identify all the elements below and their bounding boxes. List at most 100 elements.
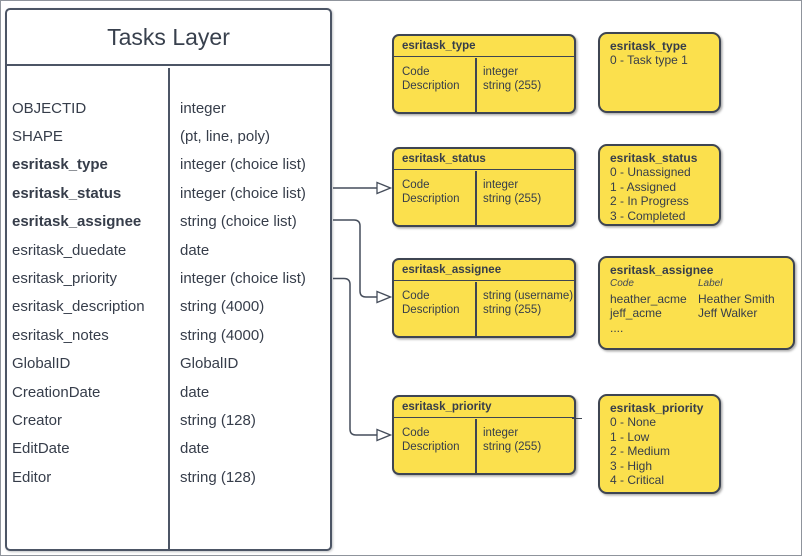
field-name: EditDate xyxy=(12,440,70,458)
field-row: esritask_assignee string (choice list) xyxy=(7,208,330,236)
legend-item: 4 - Critical xyxy=(610,473,665,488)
legend-item: 3 - Completed xyxy=(610,208,686,223)
field-name: Editor xyxy=(12,468,52,486)
field-type: integer (choice list) xyxy=(180,184,306,202)
domain-table-title: esritask_priority xyxy=(394,397,574,418)
domain-field-type: string (255) xyxy=(483,80,542,92)
sketch-line-overshoot xyxy=(572,417,582,419)
field-row: Editor string (128) xyxy=(7,463,330,491)
domain-table-divider xyxy=(475,58,477,112)
field-type: GlobalID xyxy=(180,355,239,373)
field-name: esritask_type xyxy=(12,156,108,174)
domain-table-title: esritask_status xyxy=(394,149,574,170)
field-row: Creator string (128) xyxy=(7,406,330,434)
field-row: esritask_status integer (choice list) xyxy=(7,179,330,207)
tasks-layer-box: Tasks Layer OBJECTID integer SHAPE (pt, li… xyxy=(5,8,332,551)
field-row: esritask_type integer (choice list) xyxy=(7,151,330,179)
legend-title: esritask_priority xyxy=(610,401,704,415)
domain-field-type: string (username) xyxy=(483,290,574,302)
arrowhead-priority-icon xyxy=(376,428,393,442)
domain-table-divider xyxy=(475,171,477,225)
legend-entry-label: Heather Smith xyxy=(698,291,775,306)
field-row: CreationDate date xyxy=(7,378,330,406)
domain-table-divider xyxy=(475,282,477,336)
legend-item: 2 - In Progress xyxy=(610,194,689,209)
field-type: (pt, line, poly) xyxy=(180,128,271,146)
field-name: SHAPE xyxy=(12,128,63,146)
tasks-layer-title: Tasks Layer xyxy=(7,10,330,66)
domain-field: Description xyxy=(402,80,460,92)
field-type: integer (choice list) xyxy=(180,270,306,288)
arrowhead-status-icon xyxy=(376,181,393,195)
field-name: GlobalID xyxy=(12,355,71,373)
field-row: esritask_duedate date xyxy=(7,236,330,264)
domain-field: Description xyxy=(402,441,460,453)
field-type: string (128) xyxy=(180,468,256,486)
domain-field: Code xyxy=(402,66,430,78)
field-type: date xyxy=(180,241,210,259)
domain-field: Code xyxy=(402,179,430,191)
field-name: esritask_status xyxy=(12,184,122,202)
legend-title: esritask_assignee xyxy=(610,263,714,277)
field-name: Creator xyxy=(12,411,63,429)
field-row: OBJECTID integer xyxy=(7,94,330,122)
legend-entry-label: Jeff Walker xyxy=(698,306,758,321)
field-type: string (128) xyxy=(180,411,256,429)
legend-item: 1 - Low xyxy=(610,429,650,444)
field-type: date xyxy=(180,383,210,401)
legend-item: 2 - Medium xyxy=(610,444,671,459)
field-name: esritask_assignee xyxy=(12,213,142,231)
field-name: OBJECTID xyxy=(12,99,87,117)
field-type: integer (choice list) xyxy=(180,156,306,174)
legend-esritask-status: esritask_status 0 - Unassigned 1 - Assig… xyxy=(598,144,721,226)
legend-entry: heather_acme Heather Smith xyxy=(610,292,783,306)
domain-field: Description xyxy=(402,304,460,316)
domain-table-title: esritask_assignee xyxy=(394,260,574,281)
domain-field-type: string (255) xyxy=(483,193,542,205)
connector-assignee xyxy=(333,219,377,298)
tasks-layer-field-list: OBJECTID integer SHAPE (pt, line, poly) es… xyxy=(7,68,330,549)
legend-item: 3 - High xyxy=(610,458,653,473)
field-type: integer xyxy=(180,99,226,117)
domain-field-type: string (255) xyxy=(483,441,542,453)
legend-col-header-label: Label xyxy=(698,278,723,290)
domain-field: Code xyxy=(402,290,430,302)
field-name: esritask_priority xyxy=(12,270,118,288)
legend-item: 0 - None xyxy=(610,415,657,430)
field-row: EditDate date xyxy=(7,435,330,463)
legend-more-ellipsis: .... xyxy=(610,320,624,335)
field-name: esritask_duedate xyxy=(12,241,127,259)
field-type: string (4000) xyxy=(180,326,265,344)
legend-entry-code: jeff_acme xyxy=(610,306,662,321)
legend-col-header-code: Code xyxy=(610,278,634,290)
legend-title: esritask_status xyxy=(610,151,698,165)
field-type: date xyxy=(180,440,210,458)
field-name: esritask_notes xyxy=(12,326,109,344)
domain-field-type: integer xyxy=(483,179,519,191)
domain-field-type: string (255) xyxy=(483,304,542,316)
legend-item: 0 - Unassigned xyxy=(610,165,691,180)
domain-table-divider xyxy=(475,419,477,473)
column-divider xyxy=(168,68,170,549)
field-type: string (choice list) xyxy=(180,213,297,231)
field-row: SHAPE (pt, line, poly) xyxy=(7,122,330,150)
field-row: esritask_priority integer (choice list) xyxy=(7,264,330,292)
field-row: esritask_notes string (4000) xyxy=(7,321,330,349)
legend-esritask-type: esritask_type 0 - Task type 1 xyxy=(598,32,721,113)
legend-esritask-priority: esritask_priority 0 - None 1 - Low 2 - M… xyxy=(598,394,721,494)
arrowhead-assignee-icon xyxy=(376,290,393,304)
legend-item: 0 - Task type 1 xyxy=(610,53,688,68)
legend-entry: jeff_acme Jeff Walker xyxy=(610,306,783,320)
domain-field: Code xyxy=(402,427,430,439)
connector-priority xyxy=(333,277,377,436)
legend-item: 1 - Assigned xyxy=(610,179,677,194)
legend-title: esritask_type xyxy=(610,39,687,53)
domain-field: Description xyxy=(402,193,460,205)
field-name: CreationDate xyxy=(12,383,101,401)
domain-field-type: integer xyxy=(483,66,519,78)
